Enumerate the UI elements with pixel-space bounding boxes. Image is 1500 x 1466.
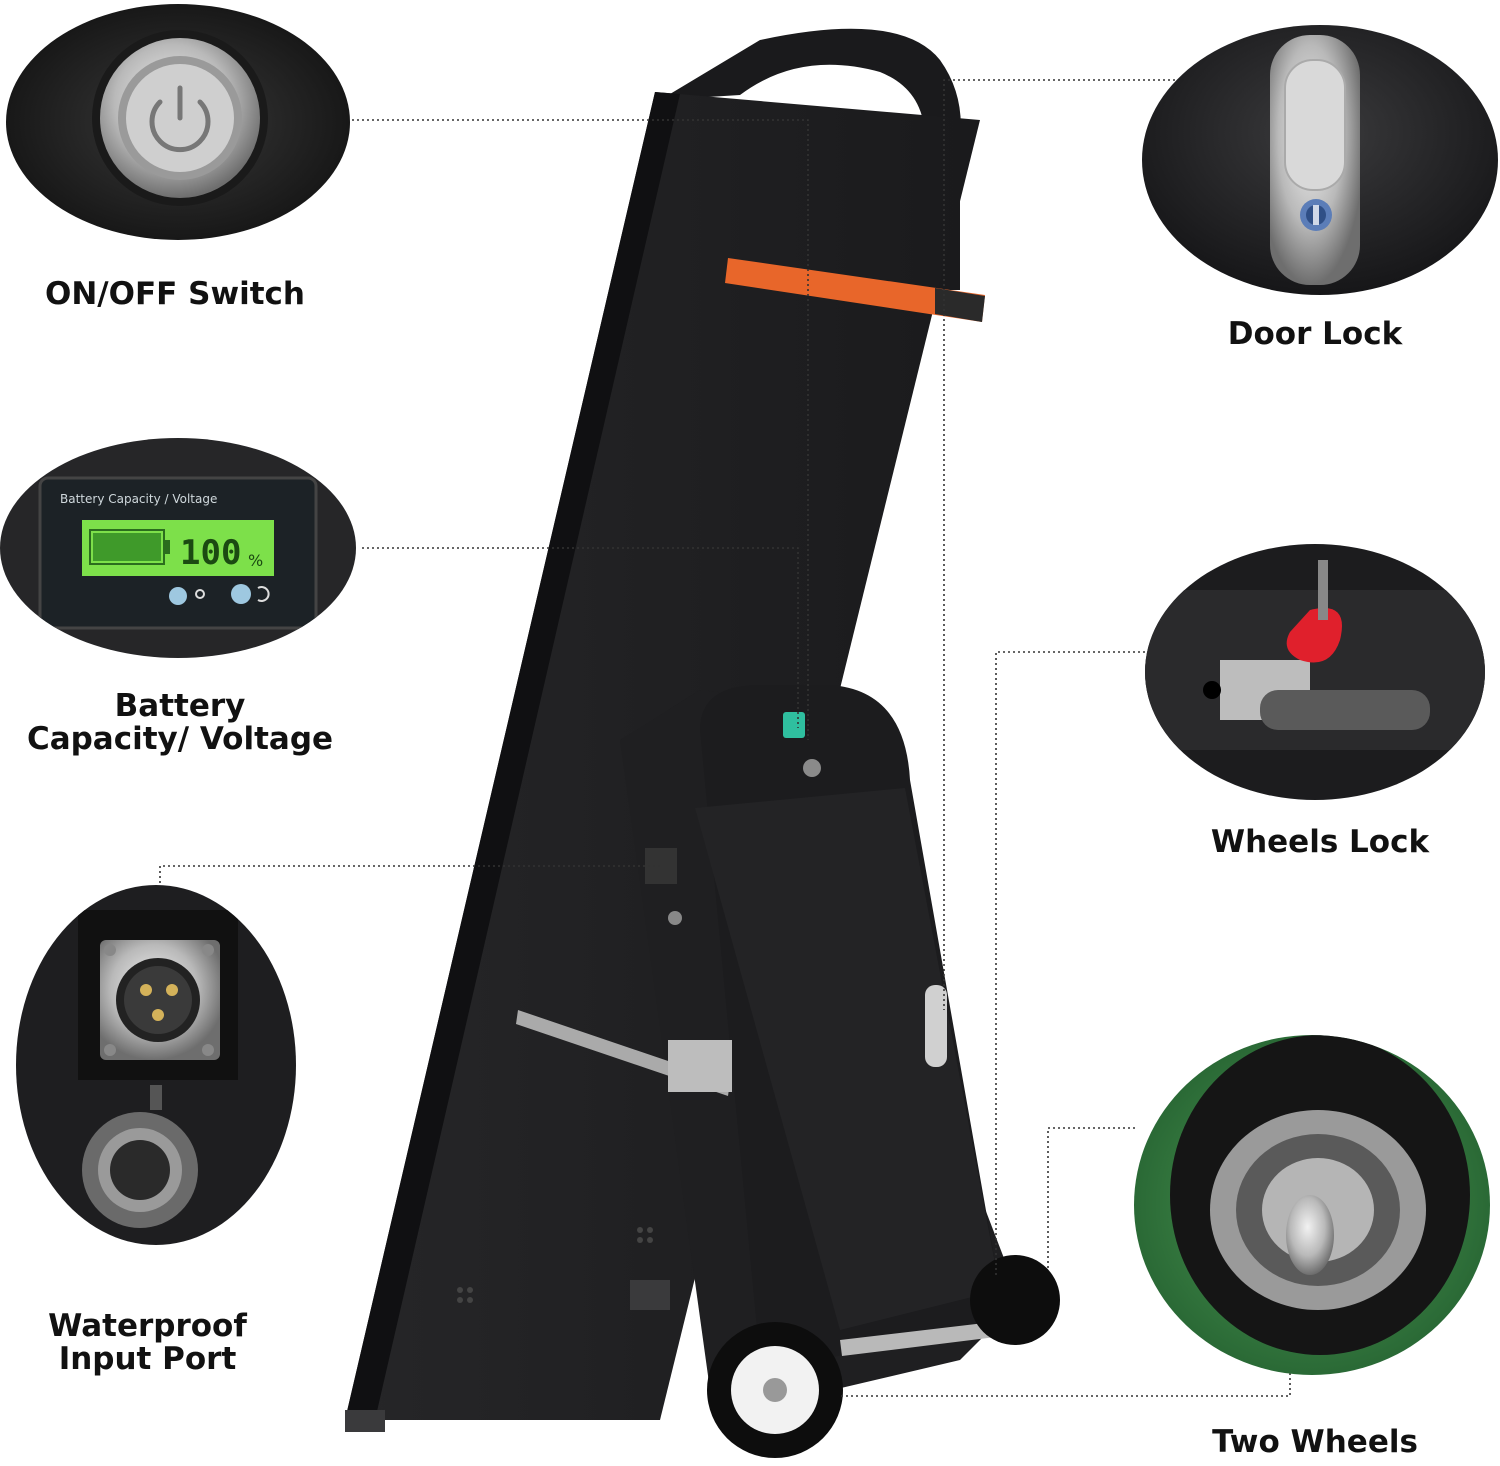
brake-lever-icon [1286, 560, 1342, 663]
cabinet-switch [783, 712, 805, 738]
battery-meter-icon [89, 529, 170, 565]
on-off-switch-inset [6, 4, 350, 240]
battery-label: Battery Capacity/ Voltage [10, 690, 350, 756]
refresh-icon [257, 586, 270, 602]
on-off-switch-label: ON/OFF Switch [45, 276, 305, 312]
battery-label-line2: Capacity/ Voltage [26, 721, 334, 757]
battery-percent-value: 100 [180, 533, 241, 573]
display-stand [345, 28, 1060, 1458]
battery-percent-unit: % [248, 551, 263, 570]
two-wheels-inset [1134, 1035, 1490, 1375]
battery-label-line1: Battery [114, 688, 246, 724]
orange-strap [725, 258, 985, 322]
leader-lines [159, 79, 1291, 1397]
waterproof-label-line2: Input Port [58, 1341, 237, 1377]
waterproof-label-line1: Waterproof [48, 1308, 247, 1344]
power-button-icon [149, 85, 211, 153]
power-socket-icon [116, 958, 200, 1042]
battery-display-title: Battery Capacity / Voltage [60, 492, 217, 506]
waterproof-port-inset [16, 885, 296, 1245]
door-lock-label: Door Lock [1227, 316, 1403, 352]
wheel-icon [1170, 1035, 1470, 1355]
right-wheel [970, 1255, 1060, 1345]
battery-inset: Battery Capacity / Voltage 100 % [0, 438, 356, 658]
lock-icon [1300, 199, 1332, 231]
settings-icon [195, 589, 205, 599]
door-lock-inset [1142, 25, 1498, 295]
wheels-lock-inset [1145, 544, 1485, 800]
two-wheels-label: Two Wheels [1212, 1424, 1418, 1460]
wheels-lock-label: Wheels Lock [1210, 824, 1430, 860]
waterproof-port-label: Waterproof Input Port [20, 1310, 275, 1376]
